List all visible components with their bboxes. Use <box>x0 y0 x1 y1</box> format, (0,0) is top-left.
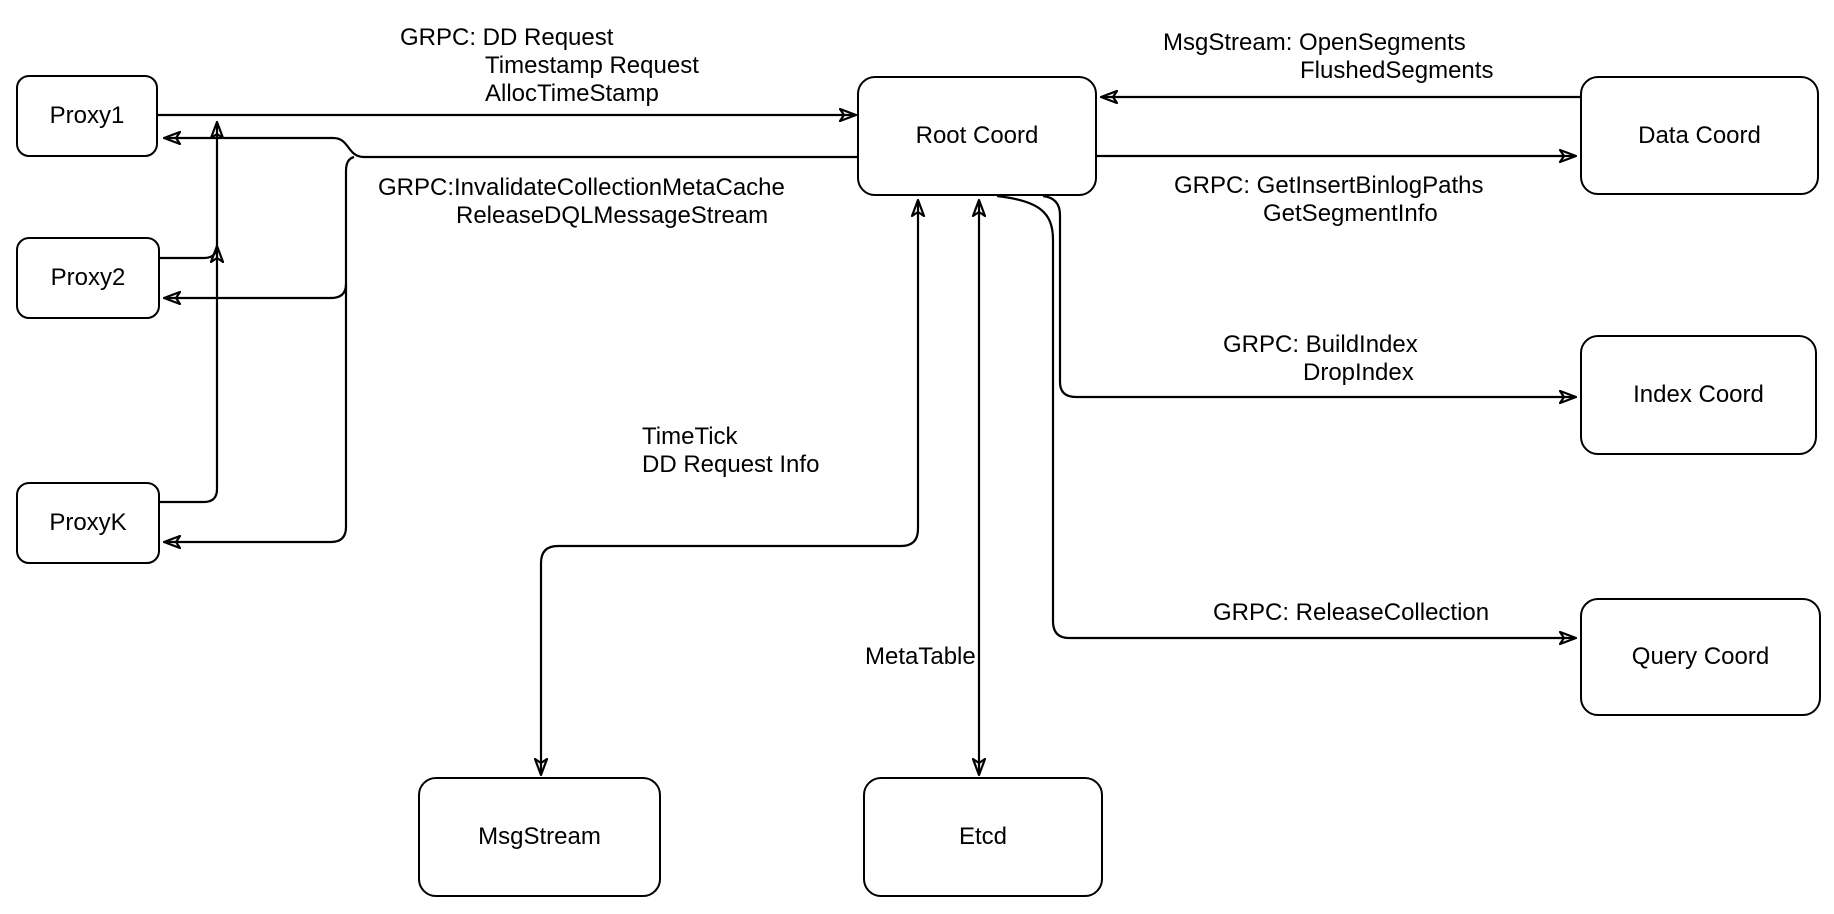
node-query-coord: Query Coord <box>1580 598 1821 716</box>
edge-root-to-proxy2 <box>165 283 348 298</box>
node-proxyk: ProxyK <box>16 482 160 564</box>
edge-root-to-query <box>996 194 1575 638</box>
node-index-coord: Index Coord <box>1580 335 1817 455</box>
label-root-to-msgstream-line1: TimeTick <box>642 423 738 450</box>
node-proxy1: Proxy1 <box>16 75 158 157</box>
label-root-to-index-line1: GRPC: BuildIndex <box>1223 331 1418 358</box>
label-root-to-index-line2: DropIndex <box>1303 359 1414 386</box>
label-root-to-data-line2: GetSegmentInfo <box>1263 200 1438 227</box>
label-root-to-data-line1: GRPC: GetInsertBinlogPaths <box>1174 172 1484 199</box>
label-root-to-query-line1: GRPC: ReleaseCollection <box>1213 599 1490 626</box>
edge-root-to-index <box>1042 194 1575 397</box>
edge-root-msgstream <box>541 201 918 774</box>
edge-root-to-proxy1 <box>165 138 857 159</box>
edge-root-to-proxyk <box>165 155 355 542</box>
node-msgstream: MsgStream <box>418 777 661 897</box>
node-data-coord: Data Coord <box>1580 76 1819 195</box>
edge-proxy2-merge-up <box>160 123 217 260</box>
label-root-to-etcd-line1: MetaTable <box>865 643 976 670</box>
label-root-to-msgstream-line2: DD Request Info <box>642 451 820 478</box>
label-data-to-root-line1: MsgStream: OpenSegments <box>1163 29 1466 56</box>
label-proxies-to-root-line3: AllocTimeStamp <box>485 80 659 107</box>
label-proxies-to-root-line2: Timestamp Request <box>485 52 699 79</box>
label-proxies-to-root-line1: GRPC: DD Request <box>400 24 614 51</box>
node-root-coord: Root Coord <box>857 76 1097 196</box>
node-etcd: Etcd <box>863 777 1103 897</box>
node-proxy2: Proxy2 <box>16 237 160 319</box>
edge-proxyk-merge-up <box>160 247 217 504</box>
label-data-to-root-line2: FlushedSegments <box>1300 57 1494 84</box>
label-root-to-proxies-line1: GRPC:InvalidateCollectionMetaCache <box>378 174 785 201</box>
label-root-to-proxies-line2: ReleaseDQLMessageStream <box>456 202 769 229</box>
